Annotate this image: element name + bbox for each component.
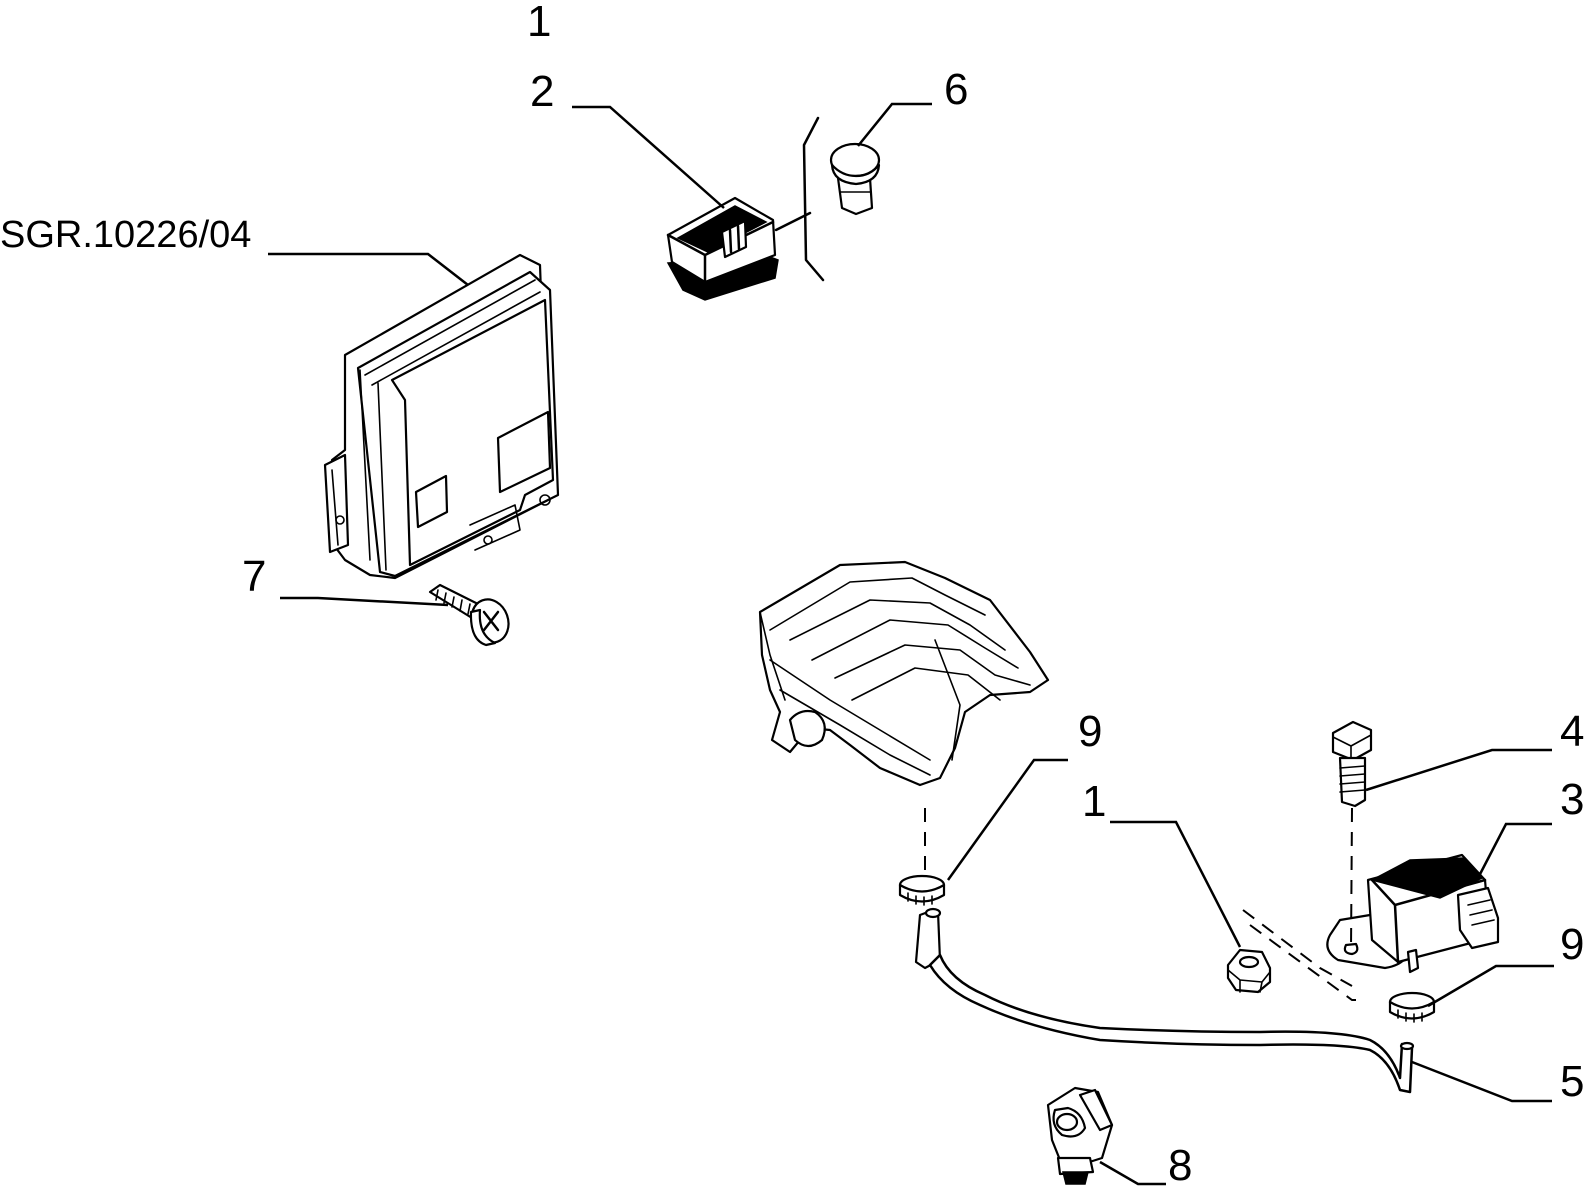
callout-bolt: 4 [1560, 707, 1585, 756]
ecu-module [323, 253, 560, 580]
nut [1226, 948, 1272, 994]
relay [666, 196, 779, 301]
callout-clamp-left: 9 [1078, 707, 1103, 756]
relay-bracket [774, 116, 825, 282]
callout-screw: 7 [242, 552, 267, 601]
callout-connector: 8 [1168, 1141, 1193, 1190]
callout-nut: 1 [1082, 777, 1107, 826]
hose-connector [1046, 1086, 1114, 1185]
rubber-plug [829, 142, 881, 216]
callout-relay: 2 [530, 67, 555, 116]
intake-manifold [758, 560, 1050, 787]
callout-sensor: 3 [1560, 775, 1585, 824]
pressure-sensor [1326, 853, 1500, 974]
reference-code-label: SGR.10226/04 [0, 214, 252, 256]
hose-clamp-left [898, 874, 946, 906]
hose-clamp-right [1388, 991, 1436, 1023]
bolt [1331, 720, 1373, 808]
callout-clamp-right: 9 [1560, 920, 1585, 969]
hose [914, 907, 1415, 1094]
screw [428, 583, 510, 647]
leader-lines [268, 102, 1554, 1186]
assembly-guides [924, 807, 1356, 1001]
callout-hose: 5 [1560, 1057, 1585, 1106]
callout-top: 1 [527, 0, 552, 46]
callout-plug: 6 [944, 65, 969, 114]
